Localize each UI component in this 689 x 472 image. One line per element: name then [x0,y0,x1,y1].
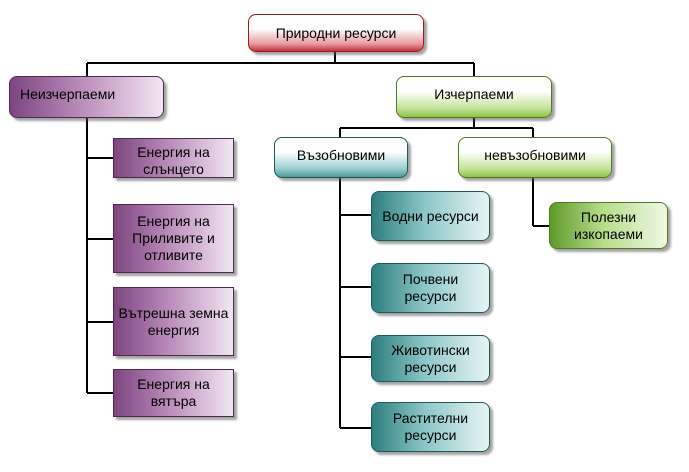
node-non-exhaustible: Неизчерпаеми [9,76,164,118]
node-soil-resources: Почвени ресурси [371,263,490,313]
node-exhaustible: Изчерпаеми [396,76,552,118]
node-sun-energy: Енергия на слънцето [113,138,234,178]
node-renewable: Възобновими [274,137,408,178]
node-animal-resources-label: Животински ресурси [391,341,470,375]
node-non-renewable-label: невъзобновими [484,147,586,163]
node-renewable-label: Възобновими [296,147,386,163]
node-wind-energy: Енергия на вятъра [113,369,234,417]
node-geothermal-energy-label: Вътрешна земна енергия [118,304,229,338]
node-sun-energy-label: Енергия на слънцето [137,144,210,177]
node-exhaustible-label: Изчерпаеми [434,86,514,102]
node-non-renewable: невъзобновими [458,137,612,178]
node-soil-resources-label: Почвени ресурси [402,271,459,304]
node-tidal-energy: Енергия на Приливите и отливите [113,204,234,273]
node-water-resources: Водни ресурси [371,191,490,241]
node-non-exhaustible-label: Неизчерпаеми [20,86,116,102]
node-plant-resources-label: Растителни ресурси [392,410,469,443]
node-geothermal-energy: Вътрешна земна енергия [113,287,234,356]
node-water-resources-label: Водни ресурси [382,207,479,224]
node-tidal-energy-label: Енергия на Приливите и отливите [132,213,215,263]
node-minerals-label: Полезни изкопаеми [574,208,643,242]
node-plant-resources: Растителни ресурси [371,402,490,452]
node-natural-resources: Природни ресурси [248,14,424,52]
node-natural-resources-label: Природни ресурси [275,24,397,41]
node-wind-energy-label: Енергия на вятъра [137,376,210,409]
node-animal-resources: Животински ресурси [371,335,490,382]
node-minerals: Полезни изкопаеми [549,202,668,249]
